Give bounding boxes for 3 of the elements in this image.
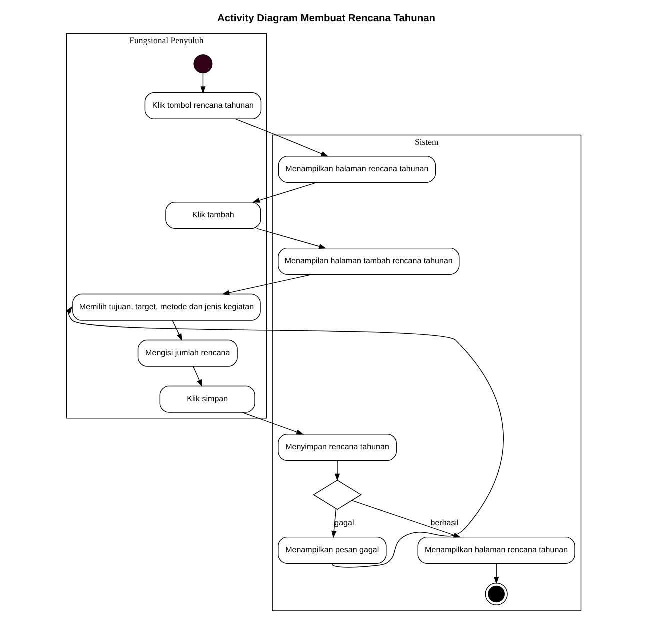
edge-label: gagal xyxy=(334,518,354,528)
diagram-title: Activity Diagram Membuat Rencana Tahunan xyxy=(216,14,436,25)
edge-label: berhasil xyxy=(430,518,458,528)
